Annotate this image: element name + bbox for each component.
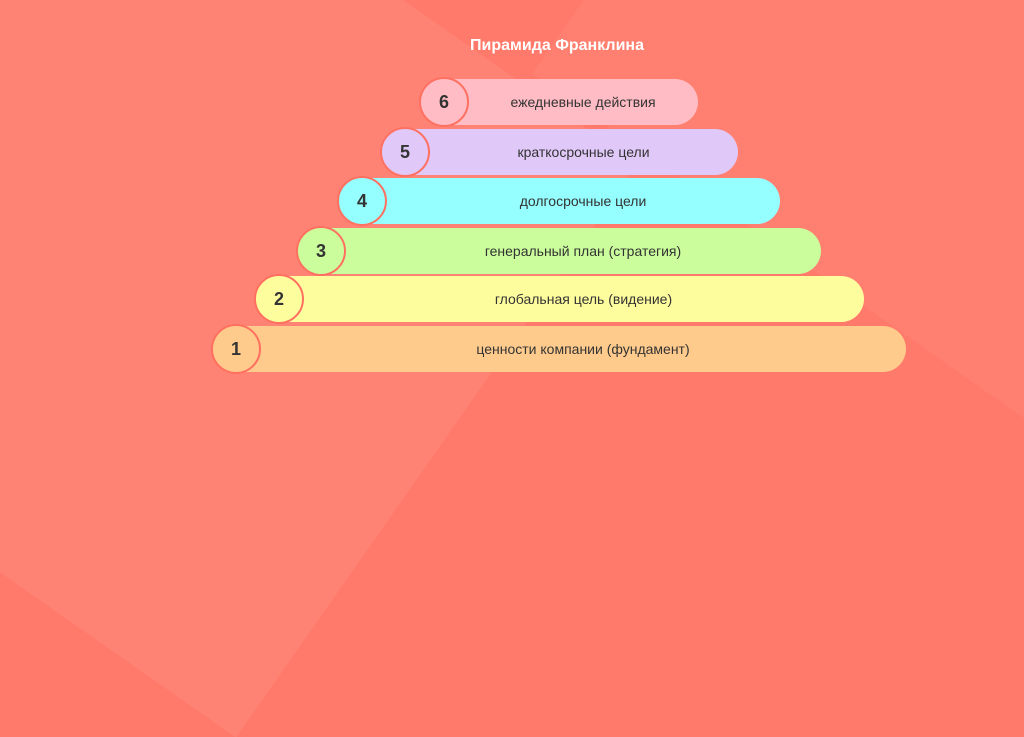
level-bar: генеральный план (стратегия) <box>297 228 821 274</box>
pyramid-level-3: генеральный план (стратегия) 3 <box>296 226 821 276</box>
level-label: долгосрочные цели <box>519 193 647 209</box>
pyramid-level-2: глобальная цель (видение) 2 <box>254 274 864 324</box>
pyramid-level-1: ценности компании (фундамент) 1 <box>211 324 906 374</box>
level-bar: долгосрочные цели <box>338 178 780 224</box>
level-number-badge: 3 <box>296 226 346 276</box>
level-label: ежедневные действия <box>510 94 656 110</box>
level-number-badge: 4 <box>337 176 387 226</box>
level-number-badge: 2 <box>254 274 304 324</box>
pyramid-level-5: краткосрочные цели 5 <box>380 127 738 177</box>
level-bar: ценности компании (фундамент) <box>212 326 906 372</box>
level-number-badge: 5 <box>380 127 430 177</box>
level-label: глобальная цель (видение) <box>494 291 673 307</box>
level-label: генеральный план (стратегия) <box>484 243 682 259</box>
level-bar: глобальная цель (видение) <box>255 276 864 322</box>
pyramid-level-6: ежедневные действия 6 <box>419 77 698 127</box>
level-bar: краткосрочные цели <box>381 129 738 175</box>
pyramid-level-4: долгосрочные цели 4 <box>337 176 780 226</box>
level-label: ценности компании (фундамент) <box>476 341 690 357</box>
level-label: краткосрочные цели <box>517 144 650 160</box>
level-number-badge: 1 <box>211 324 261 374</box>
level-number-badge: 6 <box>419 77 469 127</box>
diagram-title: Пирамида Франклина <box>470 37 644 54</box>
